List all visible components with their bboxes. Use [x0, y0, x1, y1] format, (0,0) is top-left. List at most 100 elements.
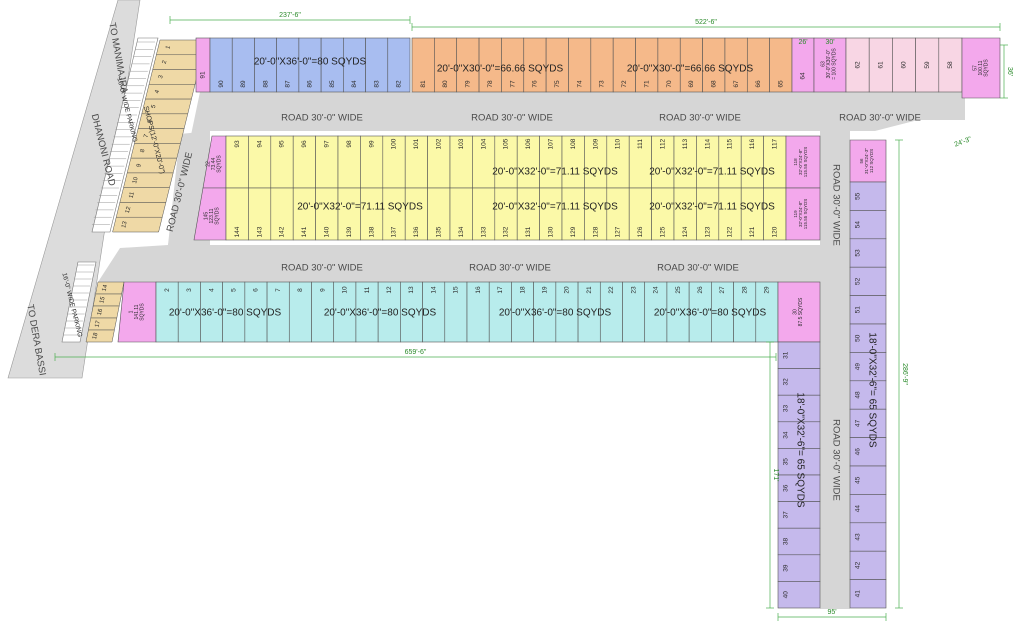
mid-top-num-97: 97 [324, 140, 331, 148]
bottom-cyan-num-27: 27 [719, 286, 726, 294]
top-pink-num-58: 58 [947, 61, 954, 69]
mid-top-num-99: 99 [368, 140, 375, 148]
top-blue-num-89: 89 [240, 80, 247, 88]
right-inner-num-38: 38 [783, 538, 790, 546]
mid-bottom-num-131: 131 [525, 226, 532, 237]
top-orange-num-65: 65 [778, 80, 785, 88]
shop-num-7: 7 [144, 133, 151, 138]
right-outer-plot-44 [849, 494, 887, 524]
top-blue-num-83: 83 [373, 80, 380, 88]
mid-top-num-105: 105 [503, 138, 510, 149]
mid-top-num-114: 114 [704, 138, 711, 149]
road-label-right-2: ROAD 30'-0" WIDE [830, 419, 841, 501]
right-outer-num-50: 50 [855, 334, 862, 342]
right-outer-plot-47 [849, 408, 887, 438]
mid-top-num-110: 110 [615, 138, 622, 149]
mid-bottom-num-134: 134 [458, 226, 465, 237]
right-inner-num-31: 31 [783, 351, 790, 359]
mid-bottom-num-122: 122 [727, 226, 734, 237]
shop-num-17: 17 [94, 320, 102, 329]
mid-top-num-95: 95 [279, 140, 286, 148]
label-right-inner: 18'-0"X32'-6"= 65 SQYDS [794, 392, 805, 507]
shop-15 [92, 293, 122, 307]
dim-left-height-label: 171' [772, 468, 779, 481]
top-orange-num-71: 71 [643, 80, 650, 88]
top-orange-num-67: 67 [733, 80, 740, 88]
mid-bottom-num-136: 136 [413, 226, 420, 237]
top-pink-num-62: 62 [854, 61, 861, 69]
top-orange-num-81: 81 [420, 80, 427, 88]
right-outer-plot-54 [849, 210, 887, 240]
shop-num-10: 10 [132, 176, 140, 185]
bottom-cyan-num-17: 17 [497, 286, 504, 294]
dim-right-small: 24'-3" [954, 136, 974, 149]
shop-3 [148, 69, 200, 85]
right-outer-num-44: 44 [855, 505, 862, 513]
shop-num-12: 12 [125, 205, 133, 214]
top-orange-num-74: 74 [576, 80, 583, 88]
plot-118 [785, 135, 821, 189]
dim-top-left-label: 237'-6" [279, 12, 301, 19]
bottom-cyan-num-10: 10 [342, 286, 349, 294]
right-inner-num-34: 34 [783, 431, 790, 439]
top-orange-num-68: 68 [710, 80, 717, 88]
right-outer-plot-46 [849, 437, 887, 467]
mid-bottom-num-140: 140 [324, 226, 331, 237]
dim-top-right-label: 522'-6" [695, 19, 717, 26]
mid-top-num-111: 111 [637, 139, 644, 149]
mid-bottom-num-138: 138 [368, 226, 375, 237]
bottom-cyan-num-11: 11 [364, 286, 371, 293]
plot-30 [777, 281, 821, 343]
mid-top-num-101: 101 [413, 138, 420, 149]
top-orange-num-72: 72 [621, 80, 628, 88]
top-blue-num-84: 84 [351, 80, 358, 88]
bottom-cyan-num-22: 22 [608, 286, 615, 294]
road-label-right-1: ROAD 30'-0" WIDE [830, 164, 841, 246]
right-inner-plot-39 [777, 554, 821, 582]
road-label-mid-2: ROAD 30'-0" WIDE [469, 263, 551, 274]
shop-num-15: 15 [99, 296, 107, 305]
label-top-orange-right: 20'-0"X30'-0"=66.66 SQYDS [627, 64, 754, 75]
shop-num-2: 2 [162, 59, 169, 64]
mid-bottom-num-143: 143 [256, 226, 263, 237]
plot-1-label: 1141.11SQYDS [129, 303, 146, 321]
shop-16 [90, 305, 120, 319]
shop-num-13: 13 [121, 220, 129, 229]
shop-13 [112, 216, 163, 233]
mid-bottom-num-126: 126 [637, 226, 644, 237]
top-orange-num-69: 69 [688, 80, 695, 88]
plot-56-label: 5631'-0"X24'-3"112 SQYDS [859, 148, 874, 174]
plot-118-label: 11832'-0"X24'-8"115.55 SQYDS [793, 147, 808, 177]
bottom-cyan-num-8: 8 [297, 288, 304, 292]
bottom-cyan-num-26: 26 [697, 286, 704, 294]
top-orange-num-77: 77 [509, 80, 516, 88]
right-outer-plot-43 [849, 522, 887, 552]
bottom-cyan-num-3: 3 [186, 288, 193, 292]
bottom-cyan-num-9: 9 [319, 288, 326, 292]
plot-30-label: 3087.5 SQYDS [792, 297, 804, 326]
bottom-cyan-num-4: 4 [208, 288, 215, 292]
mid-top-num-96: 96 [301, 140, 308, 148]
bottom-cyan-num-21: 21 [586, 286, 593, 294]
shop-num-5: 5 [151, 104, 158, 109]
dimension-lines: 237'-6"522'-6"659'-6"95'286'-9"171'36'24… [54, 12, 1013, 621]
plot-blocks [61, 37, 1001, 609]
right-outer-num-52: 52 [855, 277, 862, 285]
right-inner-plot-38 [777, 527, 821, 556]
mid-top-num-106: 106 [525, 138, 532, 149]
bottom-cyan-num-29: 29 [764, 286, 771, 294]
mid-top-num-113: 113 [682, 138, 689, 149]
bottom-cyan-num-12: 12 [386, 286, 393, 294]
road-top [168, 92, 965, 245]
top-blue-num-88: 88 [262, 80, 269, 88]
plot-64-num: 64 [800, 72, 807, 80]
mid-top-num-98: 98 [346, 140, 353, 148]
road-label-mid-3: ROAD 30'-0" WIDE [657, 263, 739, 274]
mid-bottom-num-125: 125 [660, 226, 667, 237]
mid-top-num-104: 104 [480, 138, 487, 149]
top-blue-num-86: 86 [307, 80, 314, 88]
bottom-cyan-num-20: 20 [564, 286, 571, 294]
plot-145-label: 145123.11SQYDS [204, 207, 221, 225]
label-right-outer: 18'-0"X32'-6"= 65 SQYDS [866, 332, 877, 447]
